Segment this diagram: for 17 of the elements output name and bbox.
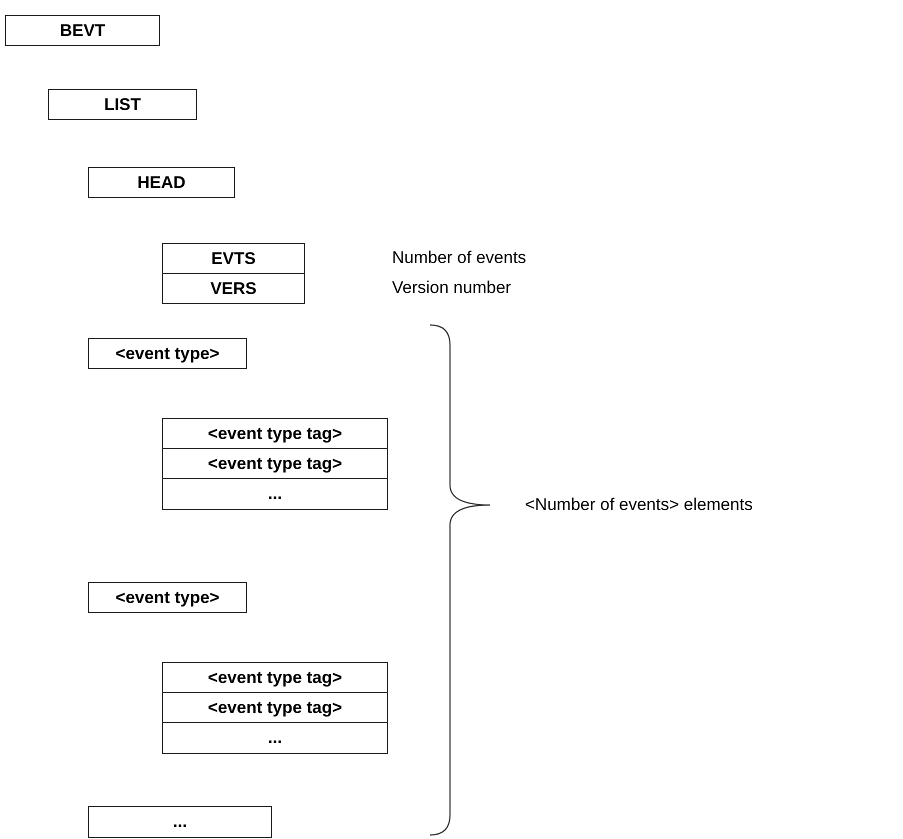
field-box: <event type tag>	[162, 418, 388, 449]
field-box: VERS	[162, 273, 305, 304]
field-box: HEAD	[88, 167, 235, 198]
field-box: <event type>	[88, 582, 247, 613]
field-description: Version number	[392, 278, 512, 298]
field-box: EVTS	[162, 243, 305, 274]
field-box: ...	[162, 722, 388, 754]
field-box: <event type>	[88, 338, 247, 369]
field-box: ...	[162, 478, 388, 510]
field-box: <event type tag>	[162, 448, 388, 479]
field-description: Number of events	[392, 248, 526, 268]
field-box: ...	[88, 806, 272, 838]
field-box: LIST	[48, 89, 197, 120]
field-box: <event type tag>	[162, 662, 388, 693]
brace-label: <Number of events> elements	[525, 495, 753, 515]
field-box: BEVT	[5, 15, 160, 46]
field-box: <event type tag>	[162, 692, 388, 723]
